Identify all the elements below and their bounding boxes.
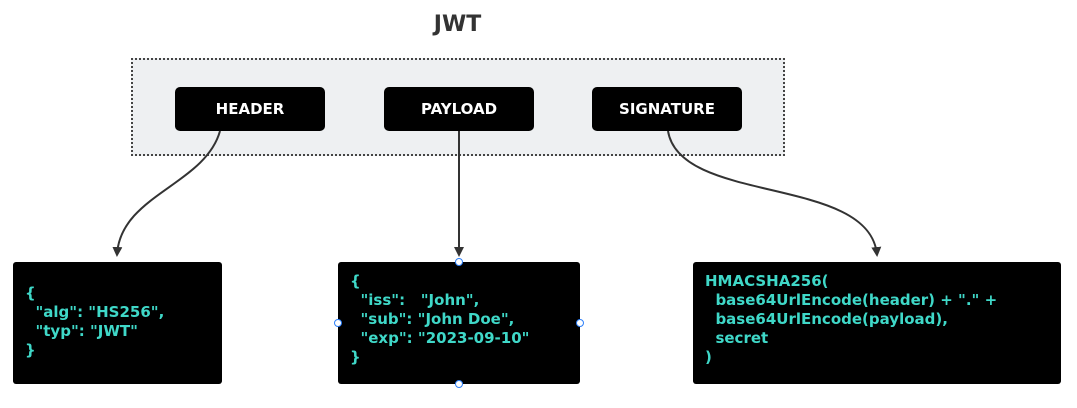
signature-code-box[interactable]: HMACSHA256( base64UrlEncode(header) + ".…: [693, 262, 1061, 384]
header-arrow: [112, 130, 221, 257]
diagram-title: JWT: [433, 12, 482, 37]
selection-handle-right[interactable]: [576, 319, 584, 327]
signature-code-line: base64UrlEncode(header) + "." +: [705, 291, 998, 309]
header-code-line: "alg": "HS256",: [25, 303, 165, 321]
signature-arrow: [667, 130, 882, 257]
header-json-box[interactable]: { "alg": "HS256", "typ": "JWT" }: [13, 262, 222, 384]
signature-code-line: base64UrlEncode(payload),: [705, 310, 948, 328]
payload-code-line: "exp": "2023-09-10": [350, 329, 530, 347]
signature-code-line: ): [705, 348, 712, 366]
header-code-line: }: [25, 341, 36, 359]
signature-code-line: secret: [705, 329, 769, 347]
selection-handle-bottom[interactable]: [455, 380, 463, 388]
payload-code-line: {: [350, 272, 361, 290]
header-code-line: "typ": "JWT": [25, 322, 138, 340]
selection-handle-top[interactable]: [455, 258, 463, 266]
signature-code-line: HMACSHA256(: [705, 272, 829, 290]
payload-node-label: PAYLOAD: [420, 100, 498, 118]
header-node[interactable]: HEADER: [175, 87, 325, 131]
header-code-line: {: [25, 284, 36, 302]
payload-node[interactable]: PAYLOAD: [384, 87, 534, 131]
payload-json-box[interactable]: { "iss": "John", "sub": "John Doe", "exp…: [338, 262, 580, 384]
header-node-label: HEADER: [215, 100, 285, 118]
payload-code-line: "iss": "John",: [350, 291, 480, 309]
selection-handle-left[interactable]: [334, 319, 342, 327]
signature-node[interactable]: SIGNATURE: [592, 87, 742, 131]
payload-code-line: }: [350, 348, 361, 366]
payload-code-line: "sub": "John Doe",: [350, 310, 515, 328]
signature-node-label: SIGNATURE: [619, 100, 715, 118]
